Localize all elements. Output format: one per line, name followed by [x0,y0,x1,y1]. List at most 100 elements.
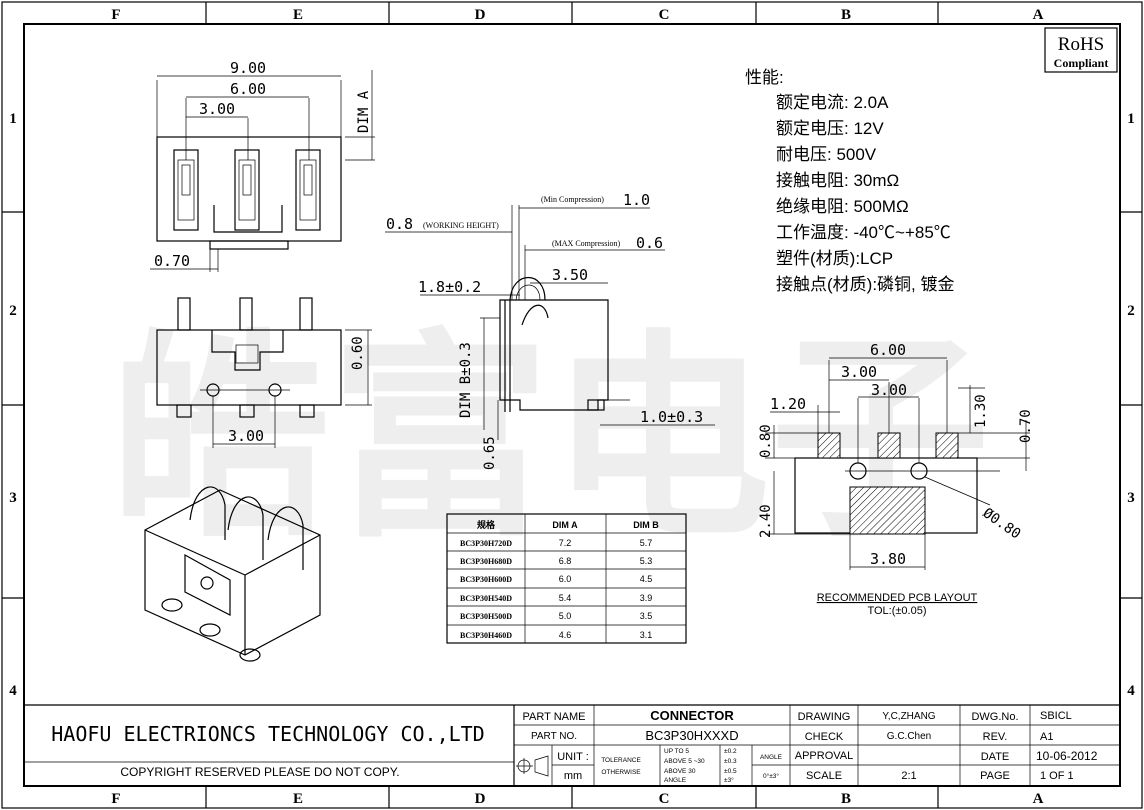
dim-6-00: 6.00 [230,80,266,98]
scale-label: SCALE [806,770,842,782]
table-header-dim-a: DIM A [552,520,578,530]
table-row-6-part: BC3P30H460D [460,631,512,640]
table-row-2-dim-a: 6.8 [559,556,572,566]
dwg-no-label: DWG.No. [971,711,1018,723]
pcb-caption: RECOMMENDED PCB LAYOUT [817,592,978,604]
title-block: HAOFU ELECTRIONCS TECHNOLOGY CO.,LTD COP… [24,704,1120,786]
spec-withstand-voltage: 耐电压: 500V [776,145,877,164]
dim-a-label: DIM A [356,90,372,133]
zone-row-left-2: 2 [9,303,17,319]
page-label: PAGE [980,770,1010,782]
zone-col-bottom-d: D [475,791,486,807]
approval-label: APPROVAL [795,750,854,762]
dim-0-65: 0.65 [482,436,498,470]
tolerance-label: TOLERANCE [601,757,641,764]
table-row-6-dim-a: 4.6 [559,630,572,640]
min-compression-value: 1.0 [623,191,650,209]
table-row-5-part: BC3P30H500D [460,612,512,621]
watermark: 皓富电子 [110,311,990,567]
part-no-label: PART NO. [531,731,577,742]
pcb-tolerance: TOL:(±0.05) [867,605,926,617]
pcb-layout: 6.00 3.00 3.00 1.20 1.30 0.70 0.80 2.40 … [758,341,1034,617]
pcb-dim-1-30: 1.30 [973,394,989,428]
spec-insulation-resistance: 绝缘电阻: 500MΩ [776,197,909,216]
pcb-dim-2-40: 2.40 [758,504,774,538]
table-row-2-dim-b: 5.3 [640,556,653,566]
tol-row-1: UP TO 5 [664,748,689,755]
drawing-label: DRAWING [798,711,851,723]
part-no-value: BC3P30HXXXD [645,728,738,743]
angle-value: 0°±3° [763,772,779,780]
top-view: 9.00 6.00 3.00 DIM A 0.70 [150,59,375,272]
dwg-no-value: SBICL [1040,710,1072,722]
table-row-3-part: BC3P30H600D [460,575,512,584]
drawing-value: Y,C,ZHANG [882,711,935,722]
otherwise-label: OTHERWISE [601,769,641,776]
zone-col-bottom-b: B [841,791,851,807]
dim-9-00: 9.00 [230,59,266,77]
unit-value: mm [564,770,582,782]
dim-0-60: 0.60 [350,336,366,370]
tol-angle-val: ±3° [724,776,734,784]
check-value: G.C.Chen [887,731,931,742]
table-row-3-dim-a: 6.0 [559,574,572,584]
dim-0-70: 0.70 [154,252,190,270]
date-value: 10-06-2012 [1036,749,1098,763]
table-row-4-dim-a: 5.4 [559,593,572,603]
spec-contact-material: 接触点(材质):磷铜, 镀金 [776,275,955,294]
pcb-dim-6-00: 6.00 [870,341,906,359]
side-view: 0.8 (WORKING HEIGHT) (Min Compression) 1… [385,191,715,470]
variant-table: 规格 DIM A DIM B BC3P30H720D 7.2 5.7 BC3P3… [446,513,687,644]
zone-row-right-4: 4 [1127,683,1135,699]
table-row-5-dim-b: 3.5 [640,611,653,621]
front-view: 0.60 3.00 [156,297,372,448]
zone-row-right-2: 2 [1127,303,1135,319]
spec-contact-resistance: 接触电阻: 30mΩ [776,171,899,190]
zone-col-bottom-e: E [293,791,303,807]
table-row-2-part: BC3P30H680D [460,557,512,566]
rohs-title: RoHS [1058,34,1104,55]
table-row-1-dim-b: 5.7 [640,538,653,548]
table-header-spec: 规格 [477,519,496,530]
tol-val-1: ±0.2 [724,748,737,755]
dim-3-00-front: 3.00 [228,427,264,445]
table-header-dim-b: DIM B [633,520,659,530]
rohs-badge: RoHS Compliant [1044,27,1118,73]
table-row-1-part: BC3P30H720D [460,539,512,548]
tol-row-3: ABOVE 30 [664,768,696,775]
table-row-4-part: BC3P30H540D [460,594,512,603]
unit-label: UNIT : [557,751,589,763]
projection-symbol-icon [516,755,549,777]
spec-temperature: 工作温度: -40℃~+85℃ [776,223,951,242]
zone-col-top-f: F [111,7,120,23]
isometric-view [144,486,321,662]
max-compression-value: 0.6 [636,234,663,252]
tol-angle-label: ANGLE [664,777,687,784]
max-compression-label: (MAX Compression) [552,239,621,248]
specifications: 性能: 额定电流: 2.0A 额定电压: 12V 耐电压: 500V 接触电阻:… [745,68,955,294]
pcb-dim-1-20: 1.20 [770,395,806,413]
zone-col-top-b: B [841,7,851,23]
pcb-dim-3-00-a: 3.00 [841,363,877,381]
zone-row-left-4: 4 [9,683,17,699]
scale-value: 2:1 [901,770,916,782]
angle-label: ANGLE [760,754,783,761]
pcb-dim-3-00-b: 3.00 [871,381,907,399]
zone-col-top-e: E [293,7,303,23]
zone-col-bottom-c: C [659,791,670,807]
working-height-label: (WORKING HEIGHT) [423,221,499,230]
zone-col-bottom-a: A [1033,791,1044,807]
spec-voltage: 额定电压: 12V [776,119,884,138]
dim-3-50: 3.50 [552,266,588,284]
zone-row-right-3: 3 [1127,490,1135,506]
zone-col-top-d: D [475,7,486,23]
page-value: 1 OF 1 [1040,770,1074,782]
specs-title: 性能: [745,68,784,87]
zone-col-top-c: C [659,7,670,23]
tol-val-3: ±0.5 [724,768,737,775]
pcb-dim-0-80: 0.80 [758,424,774,458]
table-row-5-dim-a: 5.0 [559,611,572,621]
working-height-value: 0.8 [386,215,413,233]
